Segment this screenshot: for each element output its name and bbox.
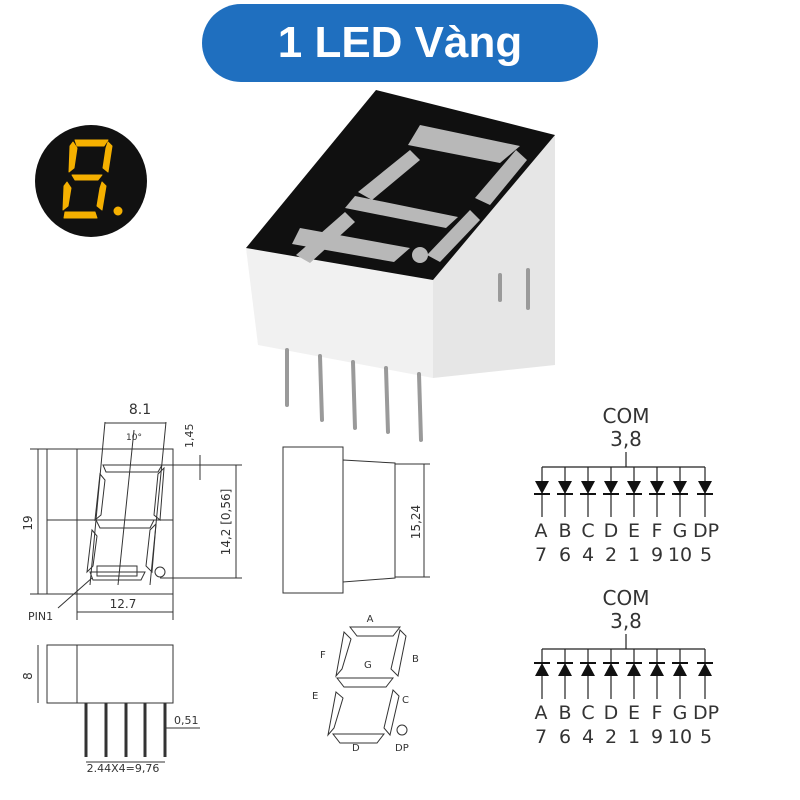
- diode-row-1: [534, 467, 713, 517]
- seg-label-f: F: [320, 650, 326, 661]
- seg-label-e: E: [312, 691, 318, 702]
- diode-symbol: [603, 649, 619, 699]
- diode-symbol: [580, 467, 596, 517]
- schem2-pin-g: 10: [668, 726, 692, 748]
- diode-symbol: [697, 649, 713, 699]
- com-pins-2: 3,8: [610, 609, 642, 633]
- segment-layout-diagram: [327, 626, 408, 744]
- seg-label-b: B: [412, 654, 419, 665]
- schem1-pin-g: 10: [668, 544, 692, 566]
- dim-slant: 10°: [126, 433, 142, 443]
- schem1-pin-dp: 5: [700, 544, 712, 566]
- com-pins-1: 3,8: [610, 427, 642, 451]
- title-text: 1 LED Vàng: [277, 18, 523, 67]
- seg-label-d: D: [352, 743, 360, 754]
- diode-symbol: [534, 649, 550, 699]
- seg-label-g: G: [364, 660, 372, 671]
- dim-height: 19: [21, 515, 35, 530]
- bottom-view-drawing: [37, 644, 200, 763]
- diode-symbol: [534, 467, 550, 517]
- diode-symbol: [557, 467, 573, 517]
- diode-symbol: [580, 649, 596, 699]
- diode-row-2: [534, 649, 713, 699]
- schematic-common-2: COM 3,8 A B C D E F G DP 7 6 4 2 1 9 10 …: [534, 586, 719, 748]
- schem1-pin-a: 7: [535, 544, 547, 566]
- lit-led-icon: [35, 125, 147, 237]
- diode-symbol: [672, 649, 688, 699]
- schem2-letter-c: C: [581, 702, 594, 724]
- diode-symbol: [649, 649, 665, 699]
- front-view-drawing: [30, 421, 242, 620]
- com-label-2: COM: [603, 586, 650, 610]
- schem2-pin-dp: 5: [700, 726, 712, 748]
- diode-symbol: [626, 467, 642, 517]
- com-label-1: COM: [603, 404, 650, 428]
- schem1-letter-c: C: [581, 520, 594, 542]
- schem2-pin-b: 6: [559, 726, 571, 748]
- title-banner: 1 LED Vàng: [202, 4, 598, 82]
- schematic-common-1: COM 3,8 A B C D E F G DP 7 6 4 2 1 9 10 …: [534, 404, 719, 566]
- schem2-letter-a: A: [535, 702, 548, 724]
- schem1-pin-e: 1: [628, 544, 640, 566]
- schem2-pin-f: 9: [651, 726, 663, 748]
- seg-label-a: A: [367, 614, 374, 625]
- side-view-drawing: [282, 446, 430, 594]
- diode-symbol: [603, 467, 619, 517]
- schem2-pin-a: 7: [535, 726, 547, 748]
- dim-depth: 8: [21, 672, 35, 680]
- schem2-pin-d: 2: [605, 726, 617, 748]
- schem2-letter-f: F: [652, 702, 663, 724]
- seg-label-c: C: [402, 695, 409, 706]
- schem2-letter-dp: DP: [693, 702, 719, 724]
- schem1-letter-b: B: [558, 520, 571, 542]
- schem1-letter-a: A: [535, 520, 548, 542]
- seg-label-dp: DP: [395, 743, 409, 754]
- diode-symbol: [557, 649, 573, 699]
- dim-pin-pitch: 2.44X4=9,76: [87, 762, 160, 775]
- dim-pin-width: 0,51: [174, 714, 199, 727]
- schem2-pin-e: 1: [628, 726, 640, 748]
- schem2-letter-b: B: [558, 702, 571, 724]
- dim-top-margin: 1,45: [183, 424, 196, 449]
- diode-symbol: [672, 467, 688, 517]
- dim-width: 12.7: [110, 597, 137, 611]
- schem1-pin-f: 9: [651, 544, 663, 566]
- diode-symbol: [626, 649, 642, 699]
- diode-symbol: [649, 467, 665, 517]
- schem2-letter-e: E: [628, 702, 640, 724]
- schem1-letter-g: G: [673, 520, 688, 542]
- schem2-letter-g: G: [673, 702, 688, 724]
- dim-digit-height: 14,2 [0,56]: [219, 489, 233, 556]
- dim-pin-span: 15,24: [409, 505, 423, 539]
- schem2-letter-d: D: [604, 702, 619, 724]
- schem1-letter-dp: DP: [693, 520, 719, 542]
- schem1-pin-d: 2: [605, 544, 617, 566]
- schem1-letter-f: F: [652, 520, 663, 542]
- schem2-pin-c: 4: [582, 726, 594, 748]
- pin1-label: PIN1: [28, 610, 53, 623]
- dim-top-width: 8.1: [129, 402, 151, 418]
- schem1-letter-e: E: [628, 520, 640, 542]
- schem1-pin-b: 6: [559, 544, 571, 566]
- schem1-letter-d: D: [604, 520, 619, 542]
- diode-symbol: [697, 467, 713, 517]
- schem1-pin-c: 4: [582, 544, 594, 566]
- led-package-photo: [246, 90, 555, 442]
